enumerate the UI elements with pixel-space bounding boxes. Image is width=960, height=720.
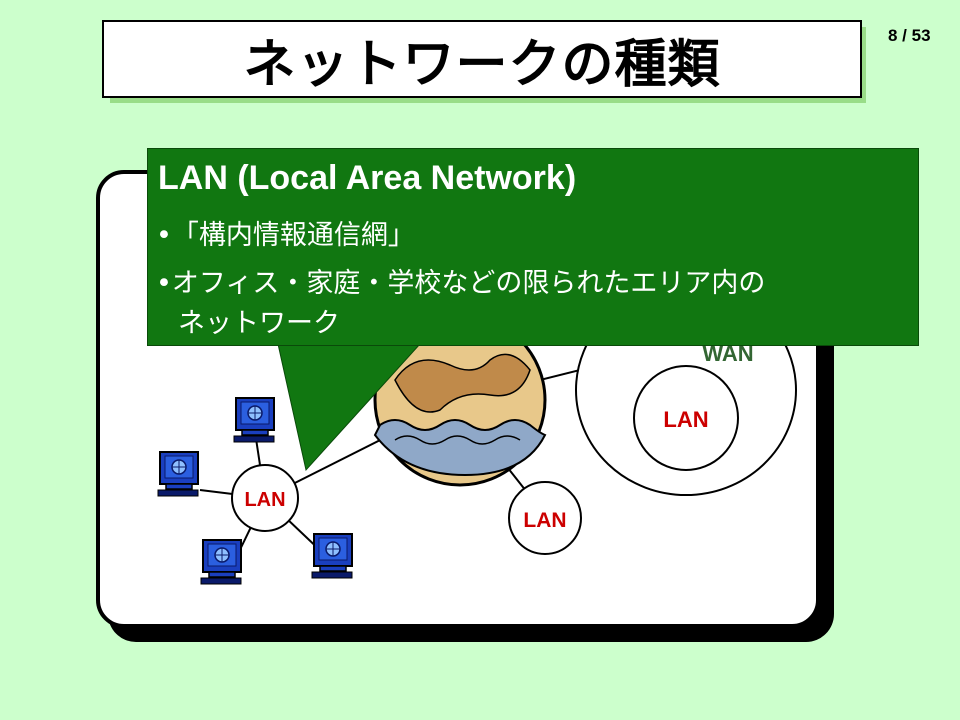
page-number: 8 / 53: [888, 26, 931, 45]
lan-label: LAN: [663, 407, 708, 432]
computer-icon: [157, 451, 199, 497]
computer-icon: [200, 539, 242, 585]
callout-bullet: •オフィス・家庭・学校などの限られたエリア内の: [156, 268, 766, 299]
globe-icon: [373, 313, 547, 487]
callout-heading: LAN (Local Area Network): [158, 159, 577, 197]
callout-bullet-continuation: ネットワーク: [178, 308, 340, 339]
lan-node-wan: LAN: [633, 365, 739, 471]
computer-icon: [233, 397, 275, 443]
lan-label: LAN: [244, 489, 285, 511]
lan-callout: LAN (Local Area Network) •「構内情報通信網」 •オフィ…: [147, 148, 919, 346]
slide-title: ネットワークの種類: [102, 20, 862, 98]
slide-title-text: ネットワークの種類: [243, 34, 721, 95]
lan-node-left: LAN: [231, 464, 299, 532]
callout-bullet: •「構内情報通信網」: [156, 220, 415, 251]
lan-node-bottom: LAN: [508, 481, 582, 555]
computer-icon: [311, 533, 353, 579]
lan-label: LAN: [523, 509, 566, 532]
